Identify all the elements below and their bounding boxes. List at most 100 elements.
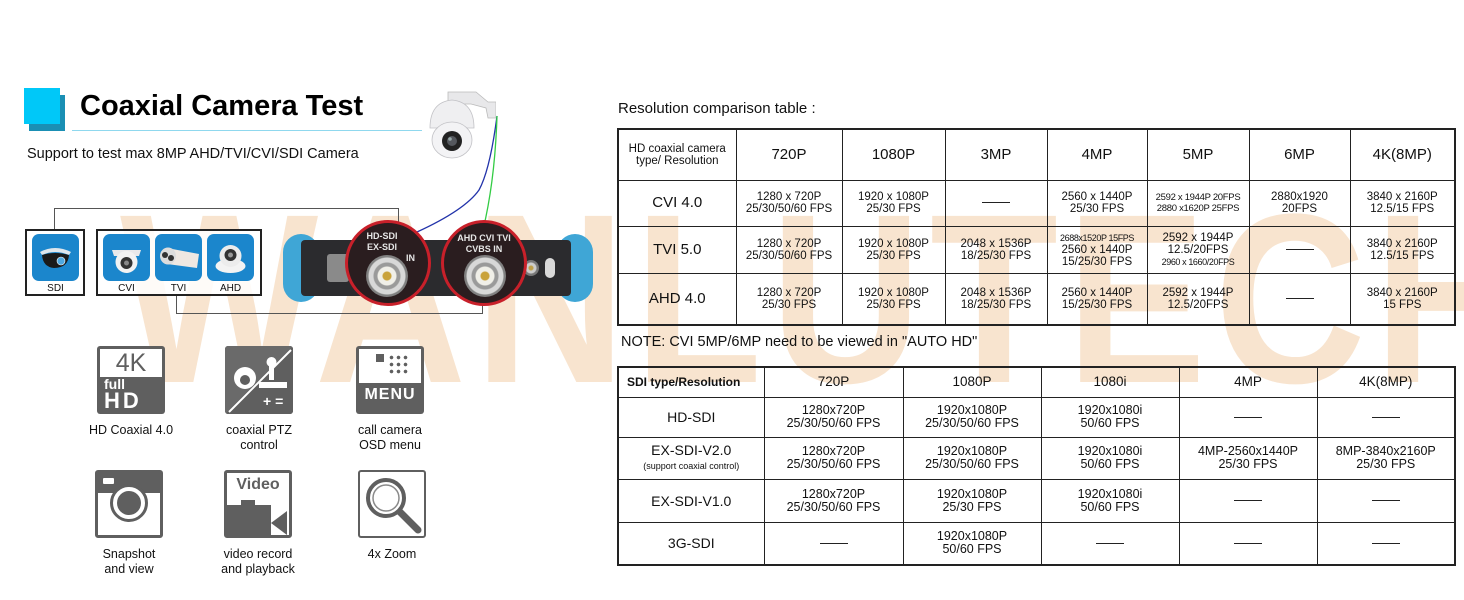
- dash-icon: [982, 202, 1010, 204]
- ptz-camera-image: [426, 82, 497, 162]
- column-header: 1080i: [1040, 366, 1180, 398]
- sdi-camera-icon: [32, 234, 79, 281]
- video-record-icon: Video: [224, 470, 292, 538]
- camera-type-label: TVI: [170, 283, 187, 294]
- ptz-camera-icon: [429, 91, 497, 159]
- camera-snapshot-icon: [95, 470, 163, 538]
- dome-camera-icon: [207, 234, 254, 281]
- dash-icon: [1096, 542, 1124, 544]
- svg-text:+ =: + =: [263, 393, 283, 409]
- column-header: 4K(8MP): [1316, 366, 1456, 398]
- device-cap: [327, 254, 349, 282]
- row-header: HD-SDI: [617, 396, 765, 438]
- column-header: 4K(8MP): [1349, 128, 1456, 181]
- row-header: CVI 4.0: [617, 179, 737, 227]
- feature-hd-coaxial: 4K full HD HD Coaxial 4.0: [71, 346, 191, 438]
- row-header: EX-SDI-V1.0: [617, 478, 765, 523]
- dash-icon: [1285, 298, 1314, 300]
- camera-type-label: CVI: [118, 283, 135, 294]
- table-cell-empty: [1316, 396, 1456, 438]
- device-switch: [545, 258, 555, 278]
- column-header: 5MP: [1146, 128, 1250, 181]
- bullet-camera-icon: [155, 234, 202, 281]
- sdi-input-port: HD-SDI EX-SDI IN: [345, 220, 431, 306]
- device-small-connector: [523, 260, 539, 276]
- page-title: Coaxial Camera Test: [80, 90, 364, 122]
- 4k-full-hd-icon: 4K full HD: [97, 346, 165, 414]
- table-cell-empty: [944, 179, 1048, 227]
- feature-label: 4x Zoom: [367, 547, 417, 561]
- sdi-camera-box: SDI: [25, 229, 85, 296]
- dash-icon: [1234, 500, 1262, 502]
- table-caption: Resolution comparison table :: [618, 100, 816, 117]
- cable-wires: [416, 115, 498, 233]
- dash-icon: [1234, 416, 1262, 418]
- table-cell-empty: [1316, 521, 1456, 566]
- dash-icon: [819, 542, 848, 544]
- dash-icon: [1371, 416, 1400, 418]
- sdi-connection-line: [54, 208, 399, 230]
- bnc-connector-icon: [366, 255, 408, 297]
- feature-label: HD Coaxial 4.0: [88, 423, 174, 437]
- column-header: 4MP: [1178, 366, 1318, 398]
- table-cell-empty: [1248, 225, 1351, 274]
- table-corner-header: SDI type/Resolution: [617, 366, 765, 398]
- dome-camera-icon: [103, 234, 150, 281]
- ptz-control-icon: + =: [225, 346, 293, 414]
- table-cell-empty: [1040, 521, 1180, 566]
- table-row: EX-SDI-V2.0(support coaxial control) 128…: [617, 436, 1456, 480]
- bnc-connector-icon: [464, 255, 506, 297]
- table-cell-empty: [1178, 478, 1318, 523]
- table-cell-empty: [1178, 521, 1318, 566]
- feature-zoom: 4x Zoom: [332, 470, 452, 562]
- cvi-note: NOTE: CVI 5MP/6MP need to be viewed in "…: [621, 334, 978, 350]
- column-header: 720P: [763, 366, 904, 398]
- camera-type-label: SDI: [47, 283, 64, 294]
- column-header: 4MP: [1046, 128, 1148, 181]
- column-header: 1080P: [841, 128, 946, 181]
- table-cell-empty: [763, 521, 904, 566]
- table-header-row: SDI type/Resolution 720P 1080P 1080i 4MP…: [617, 366, 1456, 398]
- row-header: 3G-SDI: [617, 521, 765, 566]
- column-header: 720P: [735, 128, 843, 181]
- sdi-resolution-table: SDI type/Resolution 720P 1080P 1080i 4MP…: [617, 366, 1456, 566]
- page-subtitle: Support to test max 8MP AHD/TVI/CVI/SDI …: [27, 146, 359, 162]
- column-header: 6MP: [1248, 128, 1351, 181]
- osd-menu-icon: MENU: [356, 346, 424, 414]
